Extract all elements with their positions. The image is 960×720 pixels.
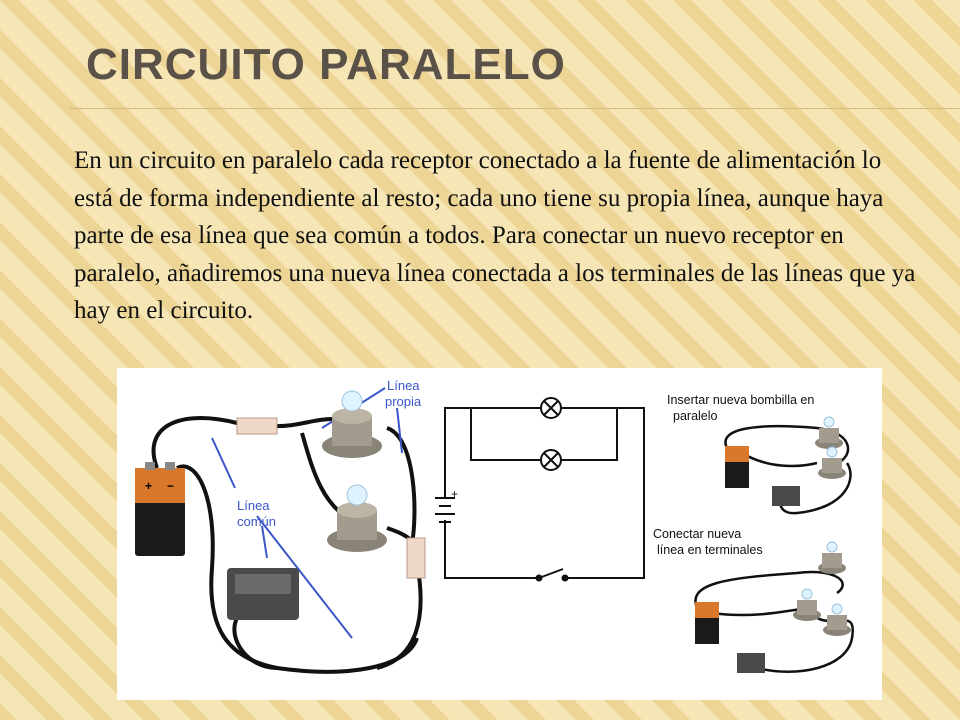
schematic-plus-label: +	[451, 487, 458, 501]
physical-circuit: + −	[135, 378, 426, 674]
insert-bulb-circuit	[724, 416, 852, 515]
battery-icon: + −	[135, 462, 185, 556]
label-linea-propia-1: Línea	[387, 378, 420, 393]
label-conectar-2: línea en terminales	[657, 543, 763, 557]
title-divider	[70, 108, 960, 109]
connect-line-circuit	[694, 541, 855, 673]
circuit-schematic	[435, 397, 645, 582]
label-insertar-1: Insertar nueva bombilla en	[667, 393, 814, 407]
connector-block	[236, 417, 278, 435]
label-linea-comun-2: común	[237, 514, 276, 529]
label-insertar-2: paralelo	[673, 409, 718, 423]
bulb-icon	[327, 484, 387, 552]
label-conectar-1: Conectar nueva	[653, 527, 741, 541]
battery-minus-label: −	[167, 479, 174, 493]
switch-icon	[227, 568, 299, 620]
label-linea-propia-2: propia	[385, 394, 422, 409]
slide-title: CIRCUITO PARALELO	[86, 40, 566, 89]
label-linea-comun-1: Línea	[237, 498, 270, 513]
bulb-icon	[322, 390, 382, 458]
circuit-figure: + −	[117, 368, 882, 700]
battery-plus-label: +	[145, 479, 152, 493]
slide-body-text: En un circuito en paralelo cada receptor…	[74, 147, 916, 325]
connector-block	[406, 537, 426, 579]
